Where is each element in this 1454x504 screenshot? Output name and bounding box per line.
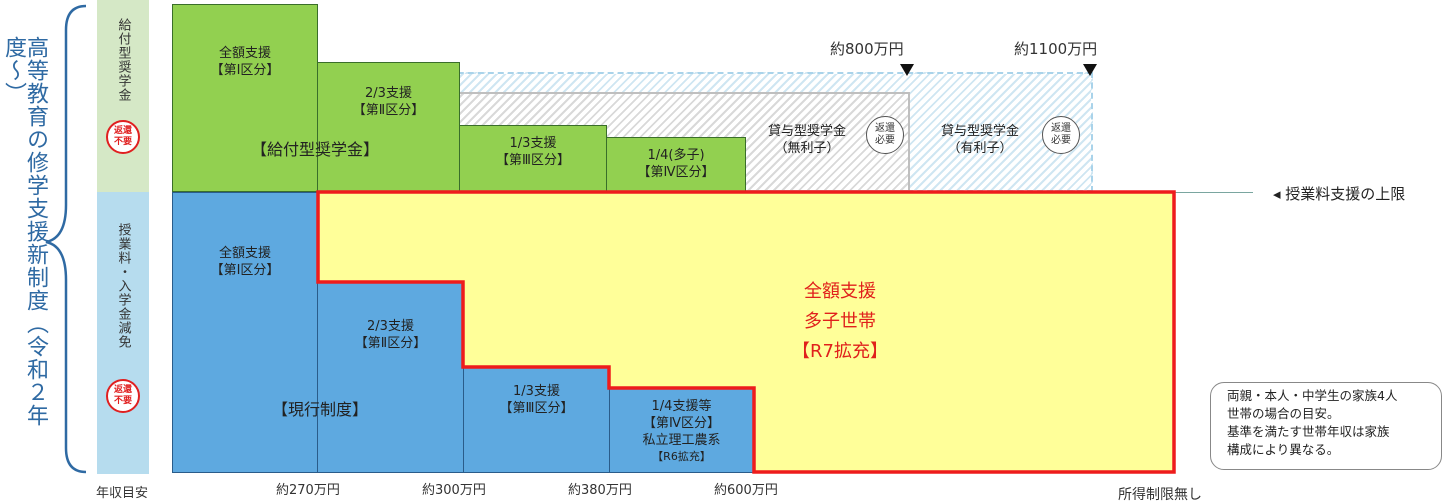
loan-interest-label: 貸与型奨学金 （有利子） — [940, 124, 1019, 156]
scholarship-tier1 — [172, 4, 318, 192]
expansion-label: 全額支援 多子世帯 【R7拡充】 — [792, 281, 888, 362]
repay-required-stamp: 返還 必要 — [1042, 116, 1080, 154]
brace — [45, 4, 87, 474]
loan-interest-free-label: 貸与型奨学金 （無利子） — [767, 124, 846, 156]
axis-tick-300: 約300万円 — [422, 483, 486, 498]
no-repay-stamp: 返還 不要 — [106, 120, 140, 154]
scholarship-group-label: 【給付型奨学金】 — [250, 140, 379, 159]
scholarship-tier1-label: 全額支援 【第Ⅰ区分】 — [210, 46, 280, 78]
axis-tick-600: 約600万円 — [714, 483, 778, 498]
row-label-scholarship: 給付型奨学金 返還 不要 — [97, 0, 149, 192]
tuition-tier4 — [609, 388, 754, 473]
tuition-tier3-label: 1/3支援 【第Ⅲ区分】 — [499, 384, 574, 416]
axis-end-label: 所得制限無し — [1118, 487, 1202, 503]
marker-1100-arrow — [1083, 64, 1097, 76]
tuition-group-label: 【現行制度】 — [271, 400, 368, 419]
axis-tick-270: 約270万円 — [276, 483, 340, 498]
upper-limit-label: ◂ 授業料支援の上限 — [1273, 185, 1406, 203]
axis-label: 年収目安 — [96, 486, 149, 501]
scholarship-tier2-label: 2/3支援 【第Ⅱ区分】 — [352, 86, 425, 118]
side-title: 高等教育の修学支援新制度（令和２年度〜） — [1, 36, 48, 427]
axis-tick-380: 約380万円 — [568, 483, 632, 498]
scholarship-tier3-label: 1/3支援 【第Ⅲ区分】 — [496, 136, 570, 168]
scholarship-tier4-label: 1/4(多子) 【第Ⅳ区分】 — [637, 148, 715, 180]
marker-1100-label: 約1100万円 — [1014, 40, 1098, 58]
no-repay-stamp: 返還 不要 — [106, 379, 140, 413]
marker-800-label: 約800万円 — [830, 40, 904, 58]
tuition-tier1-label: 全額支援 【第Ⅰ区分】 — [210, 246, 280, 278]
row-label-tuition: 授業料・入学金減免 返還 不要 — [97, 192, 149, 474]
scholarship-tier3 — [459, 125, 607, 192]
tuition-tier4-label: 1/4支援等 【第Ⅳ区分】 私立理工農系 【R6拡充】 — [642, 399, 721, 463]
note-box: 両親・本人・中学生の家族4人 世帯の場合の目安。 基準を満たす世帯年収は家族 構… — [1210, 382, 1442, 470]
repay-required-stamp: 返還 必要 — [866, 116, 904, 154]
marker-800-arrow — [900, 64, 914, 76]
tuition-tier2-label: 2/3支援 【第Ⅱ区分】 — [354, 319, 427, 351]
tuition-tier1 — [172, 192, 318, 473]
